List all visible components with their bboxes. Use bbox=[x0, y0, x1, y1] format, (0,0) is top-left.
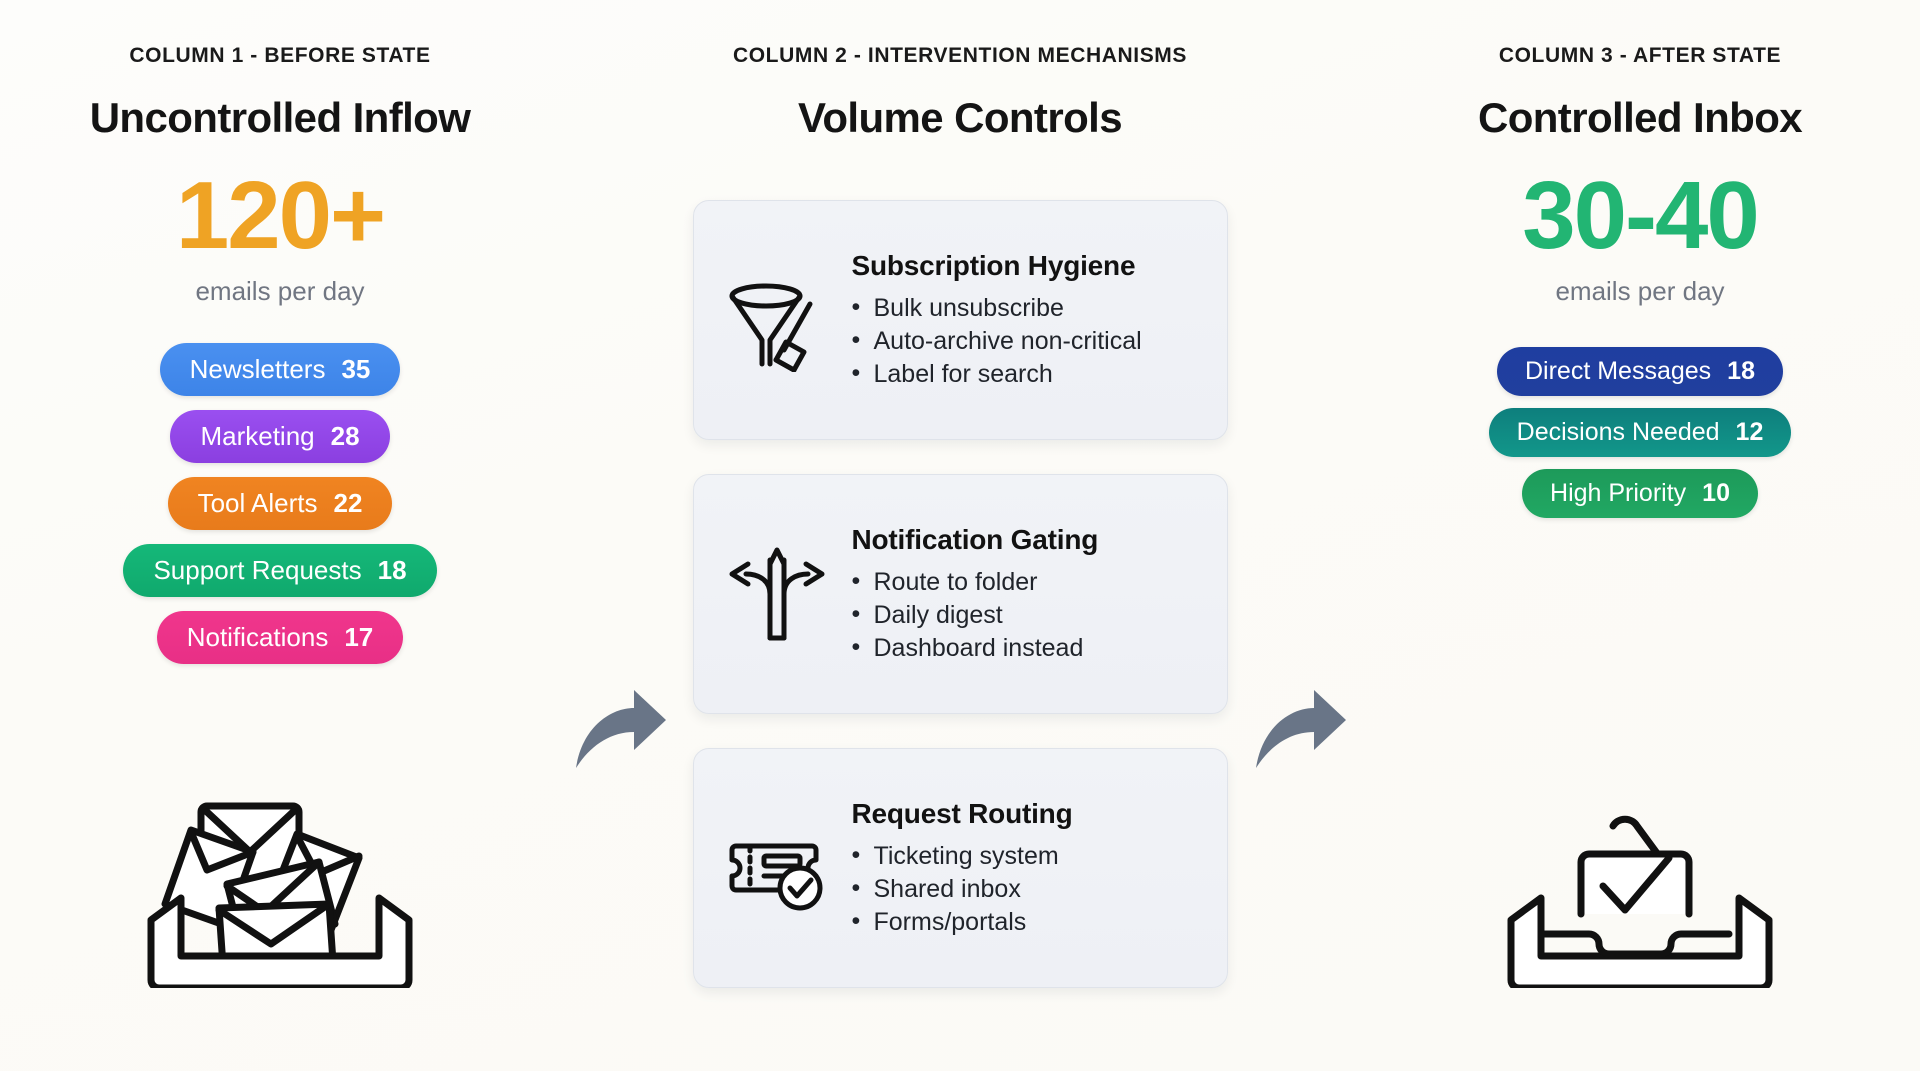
category-pill-label: Marketing bbox=[200, 421, 315, 451]
before-volume-number: 120+ bbox=[175, 162, 386, 269]
category-pill[interactable]: Decisions Needed 12 bbox=[1488, 408, 1792, 457]
card-3-bullet-2: Shared inbox bbox=[852, 872, 1201, 906]
category-pill-value: 35 bbox=[341, 354, 371, 384]
column-2-title: Volume Controls bbox=[798, 94, 1123, 141]
mechanism-card-subscription-hygiene[interactable]: Subscription Hygiene Bulk unsubscribe Au… bbox=[692, 200, 1228, 440]
category-pill-value: 12 bbox=[1735, 418, 1764, 446]
category-pill-label: Notifications bbox=[186, 622, 329, 652]
card-3-bullet-1: Ticketing system bbox=[852, 839, 1201, 873]
card-3-bullets: Ticketing system Shared inbox Forms/port… bbox=[852, 839, 1201, 939]
category-pill-value: 18 bbox=[377, 555, 407, 585]
before-volume-unit: emails per day bbox=[195, 276, 365, 306]
column-1-kicker: COLUMN 1 - BEFORE STATE bbox=[129, 44, 431, 67]
category-pill-value: 28 bbox=[330, 421, 360, 451]
category-pill-label: Newsletters bbox=[189, 354, 326, 384]
category-pill[interactable]: Marketing 28 bbox=[170, 410, 390, 463]
column-2-kicker: COLUMN 2 - INTERVENTION MECHANISMS bbox=[732, 44, 1188, 67]
card-3-bullet-3: Forms/portals bbox=[852, 905, 1201, 939]
card-1-bullets: Bulk unsubscribe Auto-archive non-critic… bbox=[852, 291, 1201, 391]
category-pill-value: 10 bbox=[1702, 479, 1730, 507]
flow-arrow-2 bbox=[1240, 44, 1360, 988]
card-2-bullet-1: Route to folder bbox=[852, 565, 1201, 599]
category-pill[interactable]: Direct Messages 18 bbox=[1497, 347, 1783, 396]
column-3-kicker: COLUMN 3 - AFTER STATE bbox=[1498, 44, 1782, 67]
column-3-title: Controlled Inbox bbox=[1477, 94, 1803, 141]
card-1-bullet-1: Bulk unsubscribe bbox=[852, 291, 1201, 325]
category-pill-label: Decisions Needed bbox=[1516, 418, 1720, 446]
mechanism-card-request-routing[interactable]: Request Routing Ticketing system Shared … bbox=[692, 748, 1228, 988]
category-pill-label: Support Requests bbox=[153, 555, 362, 585]
flow-arrow-1 bbox=[560, 44, 680, 988]
after-volume-number: 30-40 bbox=[1522, 162, 1760, 269]
mechanism-card-notification-gating[interactable]: Notification Gating Route to folder Dail… bbox=[692, 474, 1228, 714]
card-2-bullet-3: Dashboard instead bbox=[852, 631, 1201, 665]
category-pill-value: 18 bbox=[1727, 357, 1755, 385]
column-before-state: COLUMN 1 - BEFORE STATE Uncontrolled Inf… bbox=[0, 44, 560, 988]
category-pill-label: High Priority bbox=[1550, 479, 1687, 507]
card-1-bullet-3: Label for search bbox=[852, 357, 1201, 391]
overflowing-inbox-icon bbox=[135, 754, 425, 988]
category-pill-value: 17 bbox=[344, 622, 374, 652]
card-2-bullet-2: Daily digest bbox=[852, 598, 1201, 632]
category-pill[interactable]: Support Requests 18 bbox=[123, 544, 437, 597]
card-2-title: Notification Gating bbox=[851, 523, 1099, 555]
card-3-title: Request Routing bbox=[851, 797, 1073, 829]
card-1-bullet-2: Auto-archive non-critical bbox=[852, 324, 1201, 358]
mechanism-card-list: Subscription Hygiene Bulk unsubscribe Au… bbox=[692, 200, 1228, 988]
funnel-broom-icon bbox=[720, 268, 832, 372]
column-after-state: COLUMN 3 - AFTER STATE Controlled Inbox … bbox=[1360, 44, 1920, 988]
three-way-arrow-icon bbox=[720, 542, 832, 646]
column-intervention-mechanisms: COLUMN 2 - INTERVENTION MECHANISMS Volum… bbox=[680, 44, 1240, 988]
after-volume-unit: emails per day bbox=[1555, 276, 1725, 306]
tidy-inbox-check-icon bbox=[1495, 754, 1785, 988]
card-2-bullets: Route to folder Daily digest Dashboard i… bbox=[852, 565, 1201, 665]
column-1-title: Uncontrolled Inflow bbox=[89, 94, 471, 141]
ticket-check-icon bbox=[720, 816, 832, 920]
category-pill[interactable]: Notifications 17 bbox=[156, 611, 404, 664]
category-pill[interactable]: High Priority 10 bbox=[1522, 469, 1758, 518]
category-pill-label: Tool Alerts bbox=[197, 488, 318, 518]
category-pill-label: Direct Messages bbox=[1525, 357, 1712, 385]
category-pill-value: 22 bbox=[333, 488, 363, 518]
category-pill[interactable]: Tool Alerts 22 bbox=[167, 477, 393, 530]
card-1-title: Subscription Hygiene bbox=[851, 249, 1136, 281]
category-pill[interactable]: Newsletters 35 bbox=[159, 343, 401, 396]
